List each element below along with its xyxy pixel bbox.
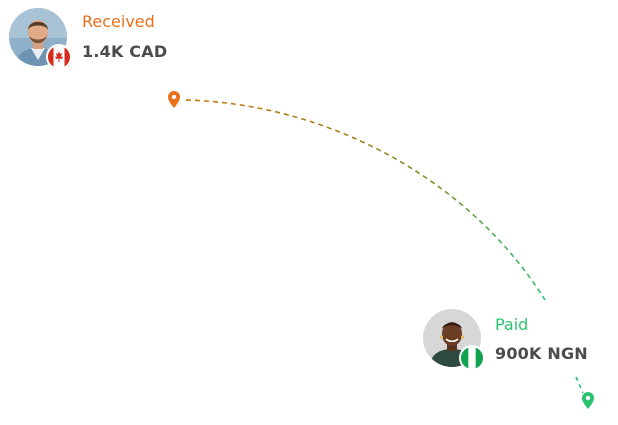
recipient-status-label: Paid xyxy=(495,315,529,334)
recipient-card: Paid 900K NGN xyxy=(415,300,615,380)
end-map-pin-icon xyxy=(582,392,594,409)
recipient-amount: 900K NGN xyxy=(495,344,588,363)
sender-card: Received 1.4K CAD xyxy=(0,0,200,80)
start-map-pin-icon xyxy=(168,91,180,108)
nigeria-flag-icon xyxy=(459,345,485,371)
canada-flag-icon xyxy=(46,44,72,70)
sender-amount: 1.4K CAD xyxy=(82,42,168,61)
route-dashed-tail xyxy=(575,376,584,394)
sender-status-label: Received xyxy=(82,12,155,31)
route-dashed-arc xyxy=(185,99,546,301)
